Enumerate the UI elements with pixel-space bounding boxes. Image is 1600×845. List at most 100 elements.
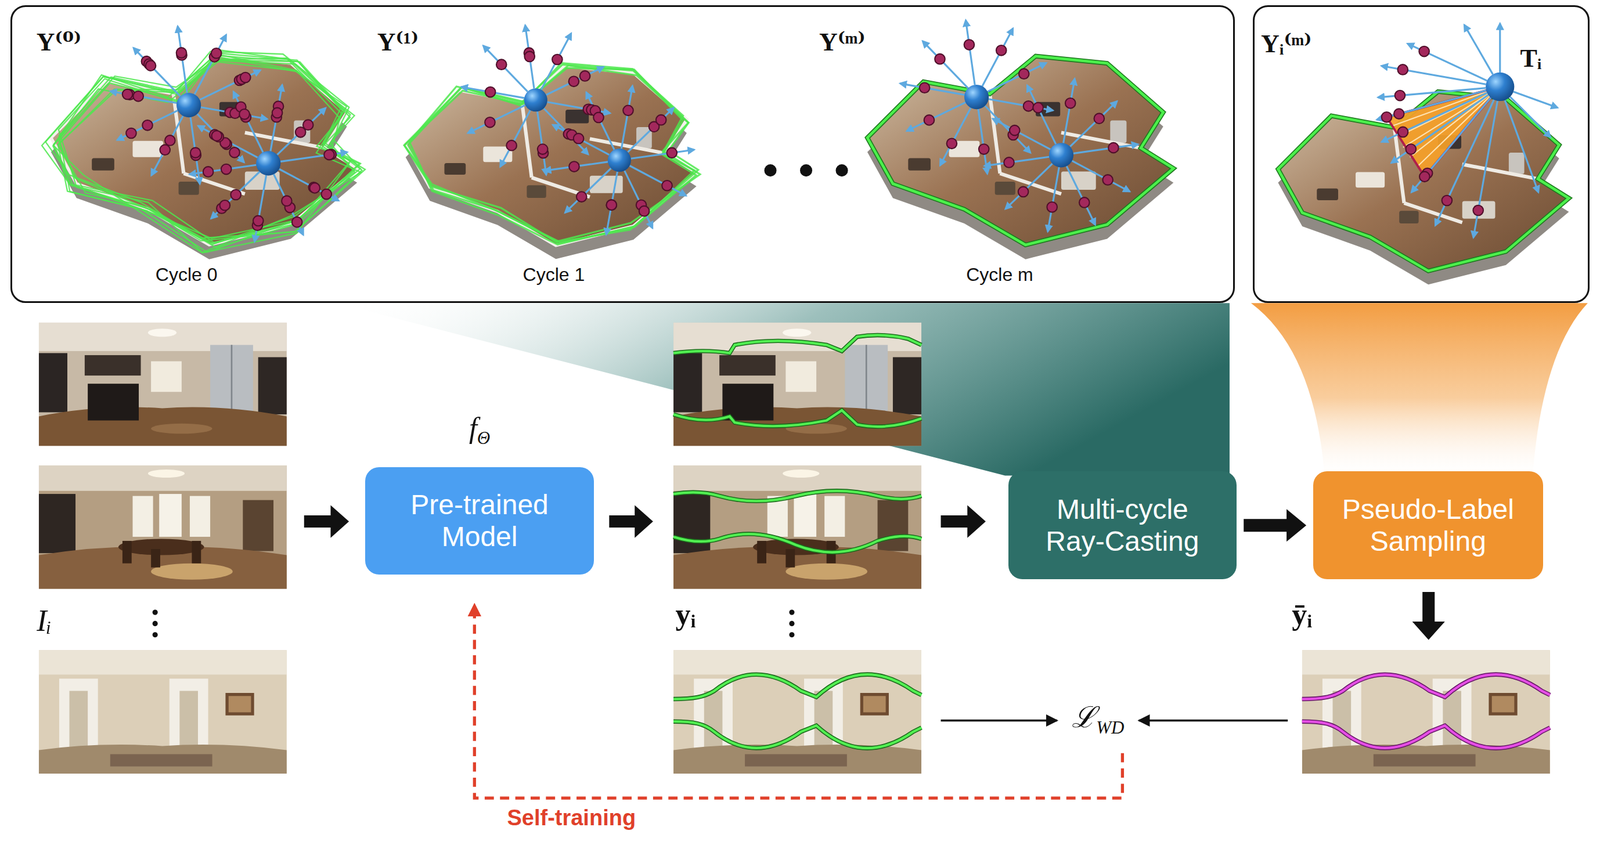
illustration-part [53, 58, 361, 253]
illustration-part [1377, 90, 1487, 121]
illustration-part [194, 34, 226, 95]
illustration-part [142, 120, 153, 131]
illustration-part [639, 206, 650, 217]
illustration-part [485, 87, 496, 98]
illustration-part [924, 114, 935, 126]
illustration-part [1302, 721, 1551, 749]
illustration-part [546, 66, 604, 95]
illustration-part [1393, 108, 1405, 120]
illustration-part [576, 191, 587, 203]
illustration-part [1066, 166, 1095, 225]
teal-beam [336, 303, 1230, 476]
box-label: Multi-cycle Ray-Casting [1029, 493, 1216, 558]
layout-symbol: Y⁽¹⁾ [377, 28, 419, 57]
illustration-part [1397, 64, 1408, 75]
illustration-part [673, 491, 922, 502]
process-box: Multi-cycle Ray-Casting [1008, 471, 1238, 580]
illustration-part [673, 334, 922, 353]
vertical-ellipsis [152, 610, 795, 639]
illustration-part [220, 200, 231, 211]
illustration-part [221, 164, 232, 175]
illustration-part [91, 158, 115, 171]
illustration-part [984, 156, 1050, 167]
illustration-part [1073, 144, 1138, 154]
layout-symbol: Y⁽ᵐ⁾ [819, 28, 866, 57]
box-label: Pseudo-Label Sampling [1335, 493, 1522, 558]
illustration-part [673, 674, 922, 699]
illustration-part [1003, 157, 1015, 168]
illustration-part [58, 51, 361, 253]
illustration-part [673, 534, 922, 553]
illustration-part [41, 26, 366, 259]
illustration-part [1462, 164, 1538, 179]
illustration-part [622, 105, 634, 117]
loss-arrow [941, 719, 1058, 723]
illustration-part [537, 111, 547, 175]
illustration-part [1378, 88, 1487, 98]
illustration-part [526, 185, 546, 198]
illustration-part [1046, 202, 1058, 213]
illustration-part [270, 84, 283, 151]
illustration-part [992, 119, 1051, 150]
illustration-part [1277, 23, 1569, 285]
illustration-part [145, 60, 157, 71]
sampling-panel: Yᵢ⁽ᵐ⁾Tᵢ [1252, 5, 1590, 304]
illustration-part [1407, 43, 1487, 81]
illustration-part [552, 124, 609, 156]
box-label: Pre-trained Model [386, 488, 573, 553]
illustration-part [1395, 90, 1406, 102]
illustration-part [444, 163, 466, 175]
illustration-part [788, 621, 795, 627]
illustration-part [939, 107, 971, 166]
illustration-part [199, 70, 261, 100]
illustration-part [524, 51, 535, 63]
illustration-part [568, 76, 580, 88]
illustration-part [673, 534, 922, 553]
illustration-part [1069, 101, 1117, 147]
illustration-part [978, 109, 988, 174]
illustration-part [867, 56, 1174, 245]
illustration-part [537, 143, 549, 155]
illustration-part [1464, 24, 1493, 75]
illustration-part [1049, 142, 1074, 168]
illustration-part [900, 20, 1139, 232]
illustration-part [58, 49, 360, 248]
illustration-part [606, 171, 618, 235]
illustration-part [564, 168, 611, 213]
illustration-part [1508, 152, 1525, 175]
illustration-part [985, 105, 1031, 153]
illustration-part [52, 55, 351, 253]
illustration-part [867, 56, 1174, 245]
illustration-part [176, 47, 187, 59]
loss-symbol: ℒWD [1071, 701, 1124, 738]
illustration-part [164, 135, 176, 146]
illustration-part [521, 102, 532, 178]
illustration-part [211, 48, 222, 59]
illustration-part [1026, 85, 1056, 144]
illustration-part [176, 92, 281, 176]
prediction-symbol: yᵢ [675, 597, 697, 632]
text-stack: Pseudo-Label Sampling [1335, 493, 1522, 558]
cycle-label: Cycle 0 [155, 264, 218, 286]
illustration-part [272, 107, 283, 119]
illustration-panel: Y⁽⁰⁾Y⁽¹⁾Y⁽ᵐ⁾Cycle 0Cycle 1Cycle m [10, 5, 1235, 304]
model-box: Pre-trained Model [365, 467, 594, 575]
illustration-part [321, 189, 332, 200]
illustration-part [122, 89, 133, 100]
illustration-part [919, 82, 931, 93]
illustration-part [197, 113, 245, 162]
illustration-part [274, 174, 304, 235]
illustration-part [1381, 65, 1486, 85]
illustration-part [629, 165, 687, 196]
illustration-part [996, 45, 1007, 56]
illustration-part [110, 91, 177, 103]
illustration-part [500, 110, 531, 167]
pose-symbol: Tᵢ [1519, 44, 1542, 73]
illustration-part [982, 28, 1014, 86]
illustration-part [256, 150, 281, 176]
illustration-part [1473, 101, 1498, 239]
illustration-part [673, 410, 922, 427]
